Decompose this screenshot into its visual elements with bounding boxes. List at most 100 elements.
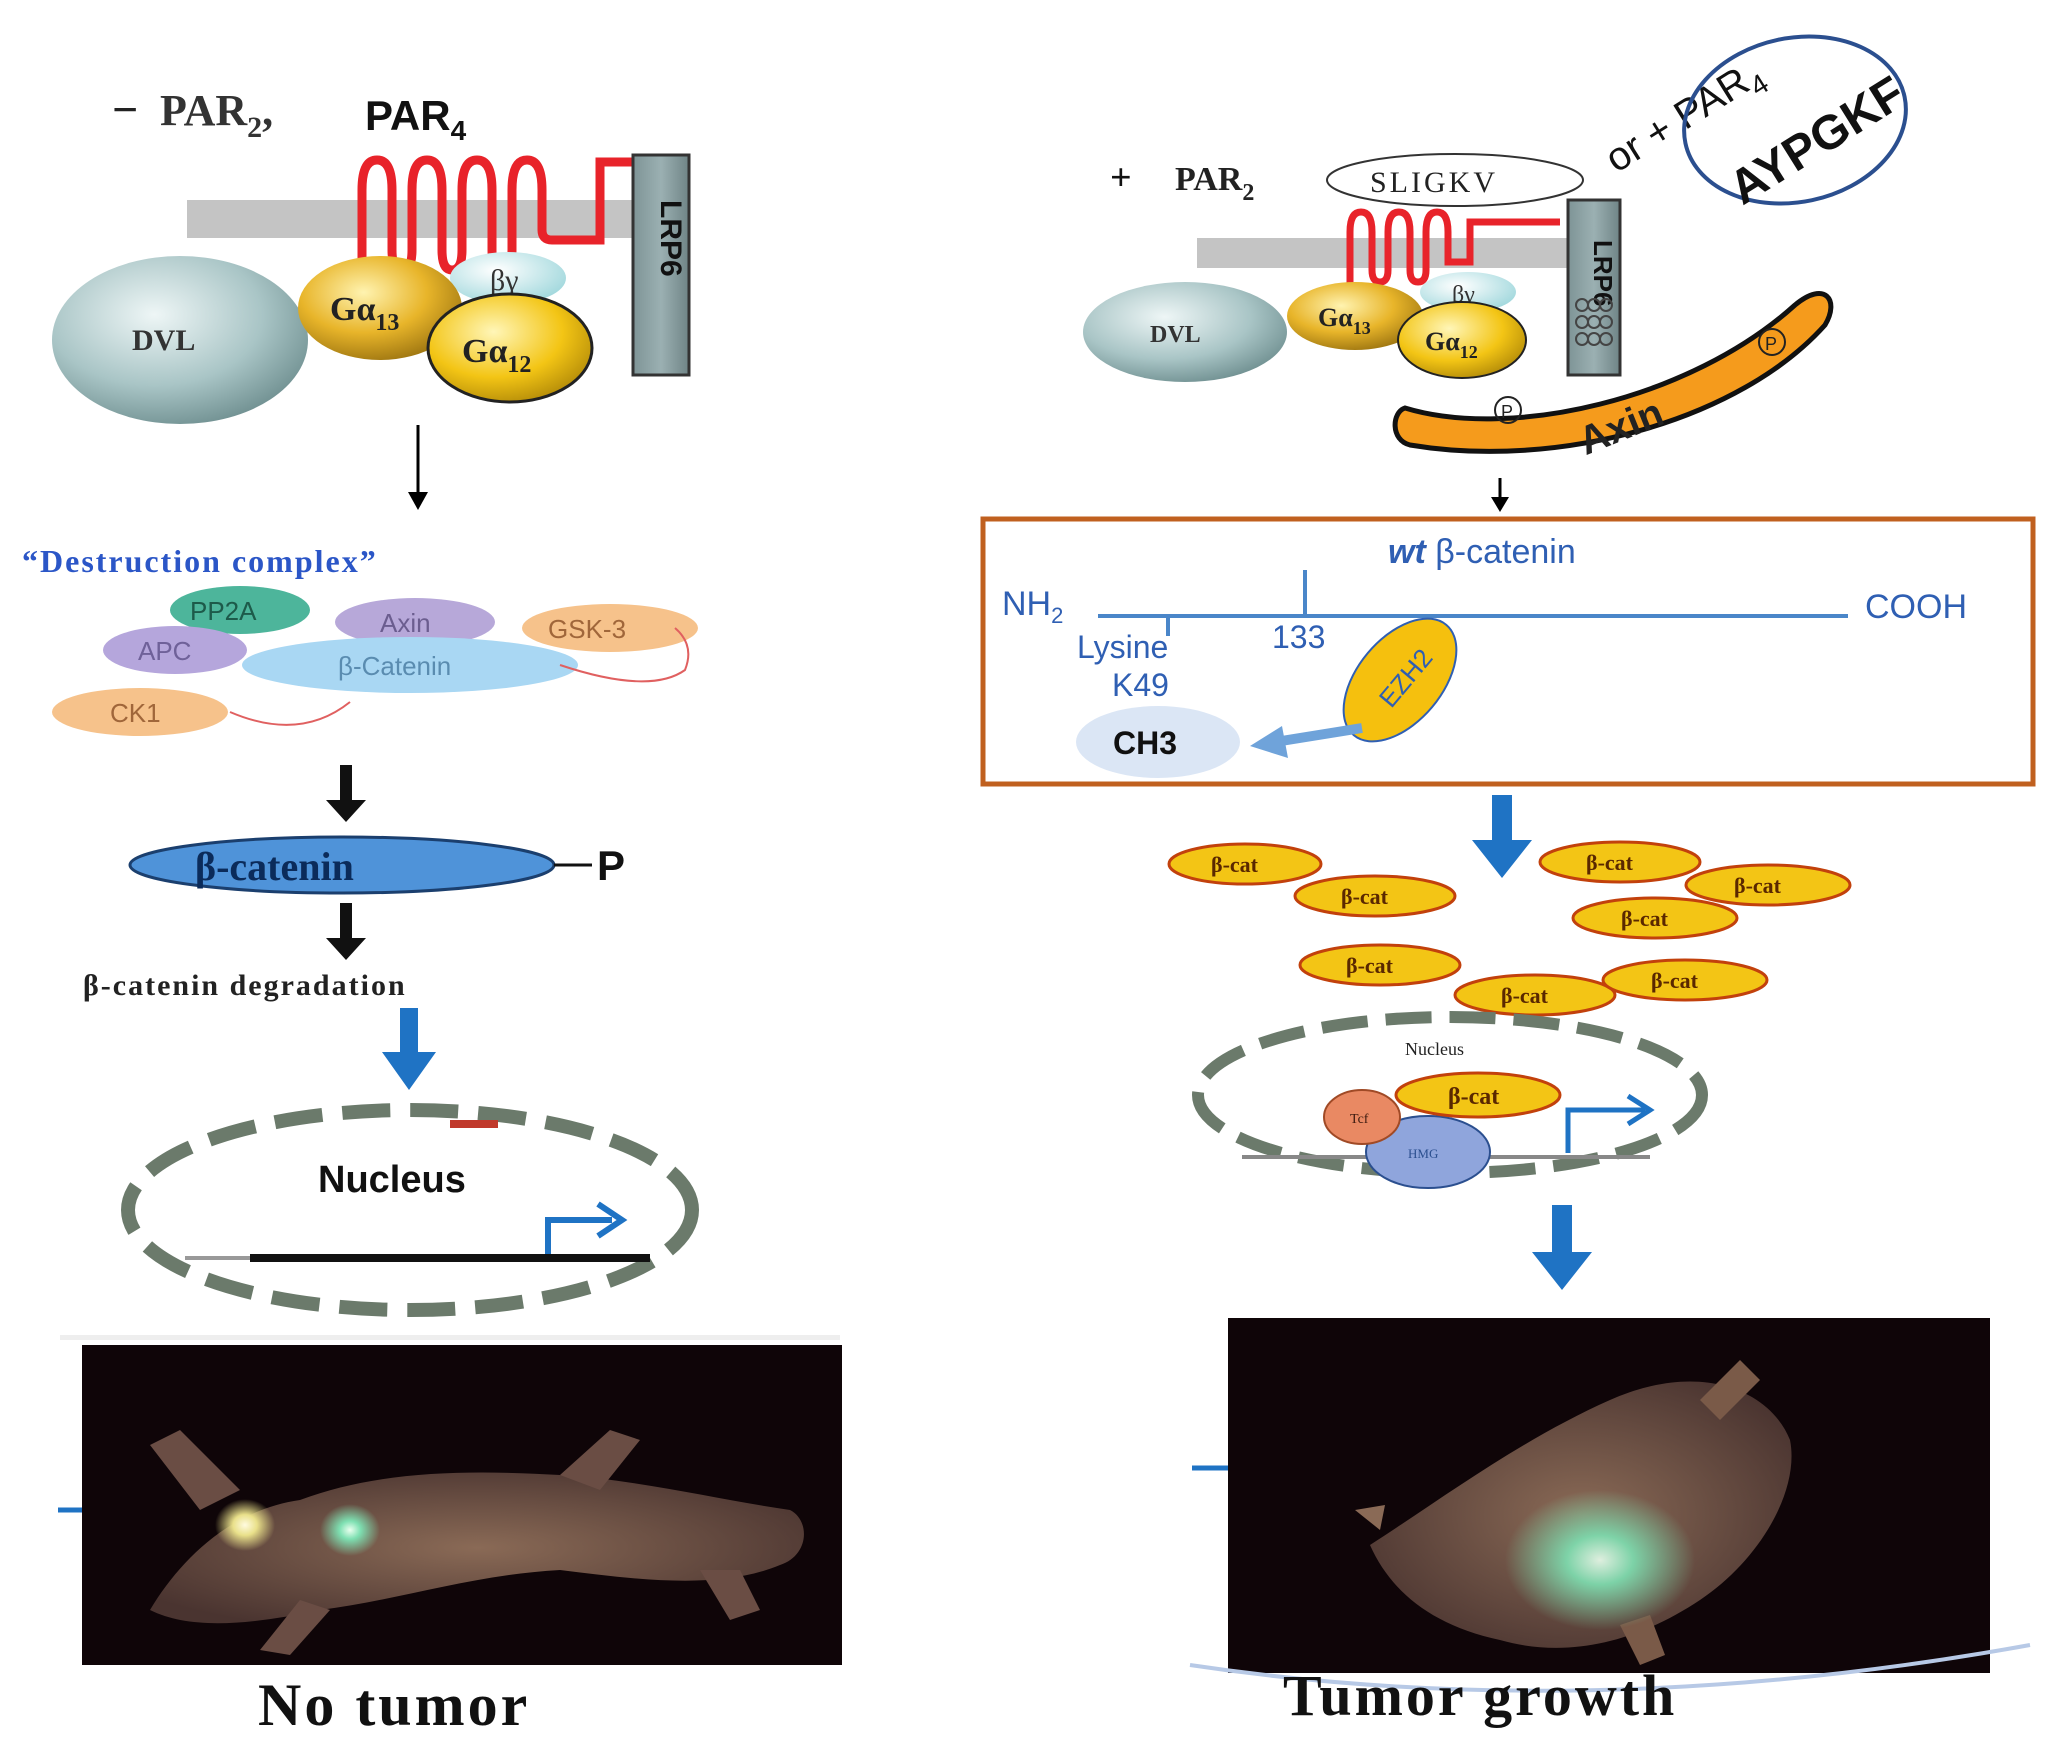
gsk3-link [559,627,690,683]
galpha13-label: Gα13 [330,291,399,336]
bcat-molecule-label: β-cat [1346,953,1394,978]
bcat-molecule: β-cat [1298,943,1462,987]
degradation-label: β-catenin degradation [83,969,407,1002]
tcf-label: Tcf [1350,1112,1369,1127]
left-par4-label: PAR4 [365,92,467,146]
left-panel: − PAR2, PAR4 LRP6 βγ DVL Gα13 Gα12 “Dest… [22,84,842,1738]
black-arrow-2 [326,903,366,960]
bcat-molecule-body [1538,840,1702,884]
right-panel: + PAR2 SLIGKV or + PAR4 AYPGKF LRP6 βγ D… [980,34,2036,1728]
ch3-group [1076,706,1240,778]
transcription-arrow-head [596,1201,628,1239]
lrp6-ppp-motifs [1575,298,1613,346]
nucleus-mark [450,1120,498,1128]
axin-label: Axin [380,608,431,638]
ezh2-methylation-arrow-head [1250,726,1288,758]
galpha13-subunit [298,256,462,360]
right-blue-arrow-2 [1532,1205,1592,1290]
bcat-molecule-body [1684,863,1852,907]
right-plus-sign: + [1110,157,1132,199]
galpha12-subunit [426,292,594,404]
sligkv-label: SLIGKV [1370,166,1498,199]
blue-arrow-to-nucleus [382,1008,436,1090]
ch3-label: CH3 [1113,725,1177,761]
ezh2-methylation-arrow [1274,723,1363,747]
photo-no-tumor [58,1335,842,1665]
bcat-pool: β-cat β-cat β-cat β-cat β-cat β-cat β-cat β-cat [1167,840,1852,1017]
apc-protein [103,626,247,674]
bcat-molecule-label: β-cat [1651,968,1699,993]
outcome-no-tumor: No tumor [258,1672,530,1738]
destruction-complex-title: “Destruction complex” [22,543,378,579]
outcome-tumor-growth: Tumor growth [1283,1663,1677,1728]
pp2a-protein [170,586,310,634]
k49-label: K49 [1112,667,1169,703]
right-galpha12-label: Gα12 [1425,327,1478,362]
dvl-protein [52,256,308,424]
dvl-label: DVL [132,324,195,357]
bcat-molecule: β-cat [1167,842,1323,886]
right-arrow-small-head [1491,497,1509,512]
nuclear-bcat-label: β-cat [1448,1084,1499,1110]
ck1-label: CK1 [110,698,161,728]
bcat-molecule-label: β-cat [1734,873,1782,898]
right-lrp6-label: LRP6 [1588,240,1618,306]
right-par2-label: PAR2 [1175,161,1254,206]
hmg-box [1365,1115,1491,1189]
axin-phospho-1-label: P [1501,402,1513,422]
membrane [187,200,647,238]
axin-scaffold [1392,291,1834,454]
tcf-factor [1323,1089,1401,1145]
apc-label: APC [138,636,191,666]
beta-gamma-label: βγ [490,264,519,297]
bcat-molecule: β-cat [1684,863,1852,907]
left-par2-label: PAR2, [160,86,273,144]
ck1-protein [52,688,228,736]
axin-phospho-1 [1494,396,1522,424]
bcat-molecule-label: β-cat [1341,884,1389,909]
cooh-label: COOH [1865,588,1967,626]
bcat-molecule-body [1453,973,1617,1017]
right-beta-gamma [1420,272,1516,312]
bcat-molecule: β-cat [1538,840,1702,884]
lysine-label: Lysine [1077,629,1168,665]
bcat-molecule-body [1167,842,1323,886]
bcat-molecule-label: β-cat [1501,983,1549,1008]
beta-gamma-subunit [450,252,566,304]
right-membrane [1197,238,1597,268]
right-transcription-arrow [1565,1107,1645,1153]
phospho-bcatenin-label: β-catenin [195,844,354,889]
bcat-molecule: β-cat [1601,958,1769,1002]
black-arrow-1 [326,765,366,822]
right-blue-arrow-1 [1472,795,1532,878]
bcat-molecule-label: β-cat [1586,850,1634,875]
right-dvl [1083,282,1287,382]
axin-phospho-2 [1758,328,1786,356]
sligkv-peptide [1326,153,1584,207]
galpha12-label: Gα12 [462,333,531,378]
phospho-p-label: P [597,842,625,889]
nucleus-envelope [121,1103,699,1317]
right-nucleus-label: Nucleus [1405,1039,1464,1059]
pp2a-label: PP2A [190,596,257,626]
bcat-molecule: β-cat [1571,896,1739,940]
bcat-molecule-body [1601,958,1769,1002]
ck1-link [229,701,351,726]
wt-bcatenin-title: wt β-catenin [1388,533,1576,571]
right-galpha13 [1287,282,1423,350]
bcat-molecule-body [1298,943,1462,987]
right-galpha12 [1397,301,1527,379]
bcat-molecule-label: β-cat [1621,906,1669,931]
arrow-head [408,492,428,510]
right-dvl-label: DVL [1150,322,1201,348]
bcat-molecule-body [1571,896,1739,940]
bcat-molecule: β-cat [1293,874,1457,918]
axin-protein [335,598,495,646]
lrp6-label: LRP6 [654,200,687,277]
bcatenin-complex-label: β-Catenin [338,651,451,681]
right-receptor [1346,208,1560,292]
gsk3-protein [522,604,698,652]
left-minus-sign: − [112,84,138,135]
axin-phospho-2-label: P [1765,334,1777,354]
